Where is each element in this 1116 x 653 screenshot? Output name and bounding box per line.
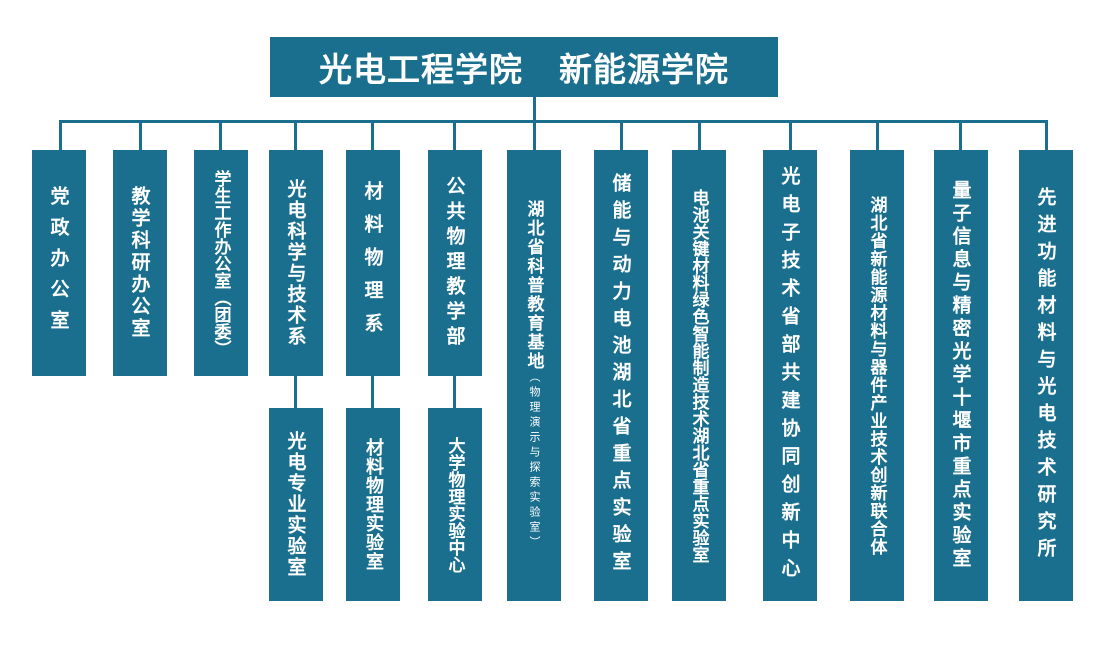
unit-box-advanced-materials-institute: 先进功能材料与光电技术研究所	[1019, 150, 1073, 601]
unit-box-new-energy-alliance: 湖北省新能源材料与器件产业技术创新联合体	[850, 150, 904, 601]
root-title: 光电工程学院 新能源学院	[270, 37, 778, 97]
sub-box-optoelectronic-lab: 光电专业实验室	[269, 408, 323, 601]
unit-box-battery-materials-lab: 电池关键材料绿色智能制造技术湖北省重点实验室	[672, 150, 726, 601]
drop-line-12	[1045, 120, 1048, 152]
unit-box-optoelectronic-science-dept: 光电科学与技术系	[269, 150, 323, 376]
drop-line-2	[219, 120, 222, 152]
sub-label: 光电专业实验室	[284, 431, 307, 578]
unit-box-student-affairs-office: 学生工作办公室（团委）	[194, 150, 248, 376]
drop-line-1	[139, 120, 142, 152]
drop-line-0	[59, 120, 62, 152]
unit-label: 光电子技术省部共建协同创新中心	[778, 165, 801, 586]
unit-label: 光电科学与技术系	[284, 179, 307, 347]
horizontal-connector	[59, 120, 1048, 123]
sub-box-physics-experiment-center: 大学物理实验中心	[428, 408, 482, 601]
root-connector	[533, 97, 536, 121]
unit-label: 湖北省科普教育基地	[523, 200, 544, 371]
drop-line-10	[876, 120, 879, 152]
drop-line-9	[789, 120, 792, 152]
unit-label: 公共物理教学部	[443, 175, 466, 351]
drop-line-3	[294, 120, 297, 152]
unit-label: 材料物理系	[361, 180, 384, 346]
root-title-right: 新能源学院	[559, 50, 729, 89]
sub-connector-4	[371, 375, 374, 409]
unit-box-party-admin-office: 党政办公室	[32, 150, 86, 376]
unit-box-quantum-optics-lab: 量子信息与精密光学十堰市重点实验室	[934, 150, 988, 601]
sub-label: 大学物理实验中心	[444, 436, 465, 573]
drop-line-5	[453, 120, 456, 152]
unit-box-optoelectronics-innovation-center: 光电子技术省部共建协同创新中心	[763, 150, 817, 601]
sub-label: 材料物理实验室	[363, 438, 384, 571]
unit-note: （物理演示与探索实验室）	[528, 371, 541, 551]
unit-box-material-physics-dept: 材料物理系	[346, 150, 400, 376]
sub-box-material-physics-lab: 材料物理实验室	[346, 408, 400, 601]
unit-box-science-education-base: 湖北省科普教育基地（物理演示与探索实验室）	[507, 150, 561, 601]
unit-label: 先进功能材料与光电技术研究所	[1034, 186, 1057, 565]
unit-label: 储能与动力电池湖北省重点实验室	[609, 173, 632, 578]
drop-line-11	[959, 120, 962, 152]
unit-label: 教学科研办公室	[128, 186, 151, 340]
sub-connector-3	[294, 375, 297, 409]
drop-line-7	[620, 120, 623, 152]
unit-box-public-physics-dept: 公共物理教学部	[428, 150, 482, 376]
unit-label: 湖北省新能源材料与器件产业技术创新联合体	[866, 195, 887, 556]
unit-label: 电池关键材料绿色智能制造技术湖北省重点实验室	[688, 188, 709, 563]
unit-label: 党政办公室	[47, 185, 70, 341]
unit-box-teaching-research-office: 教学科研办公室	[113, 150, 167, 376]
drop-line-6	[533, 120, 536, 152]
drop-line-4	[371, 120, 374, 152]
drop-line-8	[698, 120, 701, 152]
sub-connector-5	[453, 375, 456, 409]
unit-label: 学生工作办公室（团委）	[210, 169, 231, 357]
unit-box-energy-storage-lab: 储能与动力电池湖北省重点实验室	[594, 150, 648, 601]
unit-label: 量子信息与精密光学十堰市重点实验室	[949, 180, 972, 571]
root-title-left: 光电工程学院	[319, 50, 523, 89]
